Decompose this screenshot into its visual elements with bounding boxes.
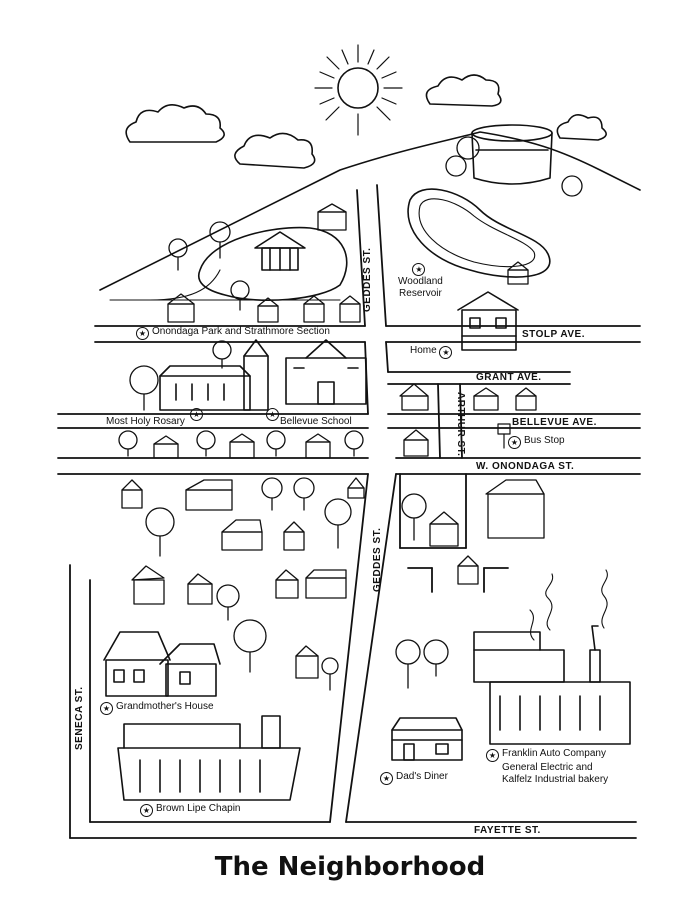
reservoir-track	[407, 188, 551, 278]
tree-icon	[118, 136, 583, 691]
street-label-geddes-upper: GEDDES ST.	[362, 247, 373, 312]
landmark-woodland-reservoir: ★ Woodland Reservoir	[398, 262, 443, 300]
street-label-geddes-lower: GEDDES ST.	[372, 527, 383, 592]
star-in-circle-icon: ★	[266, 408, 279, 421]
home-house	[457, 291, 519, 351]
factory-icon	[473, 569, 631, 745]
cloud-icon	[556, 114, 607, 141]
grandmother-label: Grandmother's House	[116, 701, 214, 712]
street-label-seneca: SENECA ST.	[74, 686, 85, 750]
cloud-icon	[234, 132, 316, 169]
landmark-diner: ★Dad's Diner	[380, 771, 448, 785]
reservoir-tank	[471, 124, 553, 185]
star-in-circle-icon: ★	[486, 749, 499, 762]
chapin-building	[117, 715, 301, 801]
gazebo	[254, 231, 306, 271]
woodland-label: Woodland	[398, 276, 443, 287]
star-in-circle-icon: ★	[100, 702, 113, 715]
rosary-label: Most Holy Rosary	[106, 416, 185, 427]
bus-stop-sign	[497, 423, 511, 449]
star-in-circle-icon: ★	[140, 804, 153, 817]
landmark-park: ★Onondaga Park and Strathmore Section	[136, 326, 330, 340]
franklin-label-2: General Electric and	[502, 762, 593, 773]
landmark-home: Home ★	[410, 345, 455, 359]
street-label-stolp: STOLP AVE.	[522, 329, 585, 340]
street-label-bellevue: BELLEVUE AVE.	[512, 417, 597, 428]
star-in-circle-icon: ★	[508, 436, 521, 449]
hill-outline	[99, 131, 641, 291]
reservoir-label: Reservoir	[399, 288, 442, 299]
school-building	[285, 339, 367, 405]
street-label-fayette: FAYETTE ST.	[474, 825, 541, 836]
star-in-circle-icon: ★	[190, 408, 203, 421]
school-label: Bellevue School	[280, 416, 352, 427]
landmark-school: Bellevue School	[280, 416, 352, 428]
home-label: Home	[410, 345, 437, 356]
church-building	[159, 339, 269, 411]
street-label-arthur: ARTHUR ST.	[455, 392, 466, 457]
star-in-circle-icon: ★	[380, 772, 393, 785]
chapin-label: Brown Lipe Chapin	[156, 803, 241, 814]
landmark-rosary: Most Holy Rosary	[106, 416, 185, 428]
star-in-circle-icon: ★	[136, 327, 149, 340]
grandmother-house	[103, 631, 221, 697]
street-grid	[57, 184, 641, 839]
landmark-grandmother: ★Grandmother's House	[100, 701, 214, 715]
diner-building	[391, 717, 463, 761]
park-pond	[198, 226, 348, 301]
cloud-icon	[125, 104, 225, 143]
house-icon	[121, 203, 545, 679]
landmark-chapin: ★Brown Lipe Chapin	[140, 803, 241, 817]
star-in-circle-icon: ★	[412, 263, 426, 276]
page-title: The Neighborhood	[214, 852, 486, 882]
park-label: Onondaga Park and Strathmore Section	[152, 326, 330, 337]
sun-icon	[314, 44, 403, 136]
franklin-label-3: Kalfelz Industrial bakery	[502, 774, 609, 785]
star-in-circle-icon: ★	[439, 346, 453, 359]
street-label-grant: GRANT AVE.	[476, 372, 542, 383]
landmark-franklin: ★Franklin Auto Company General Electric …	[486, 748, 608, 786]
street-label-onondaga: W. ONONDAGA ST.	[476, 461, 575, 472]
diner-label: Dad's Diner	[396, 771, 448, 782]
landmark-bus-stop: ★Bus Stop	[508, 435, 565, 449]
franklin-label-1: Franklin Auto Company	[502, 748, 606, 759]
bus-stop-label: Bus Stop	[524, 435, 565, 446]
cloud-icon	[425, 74, 502, 107]
